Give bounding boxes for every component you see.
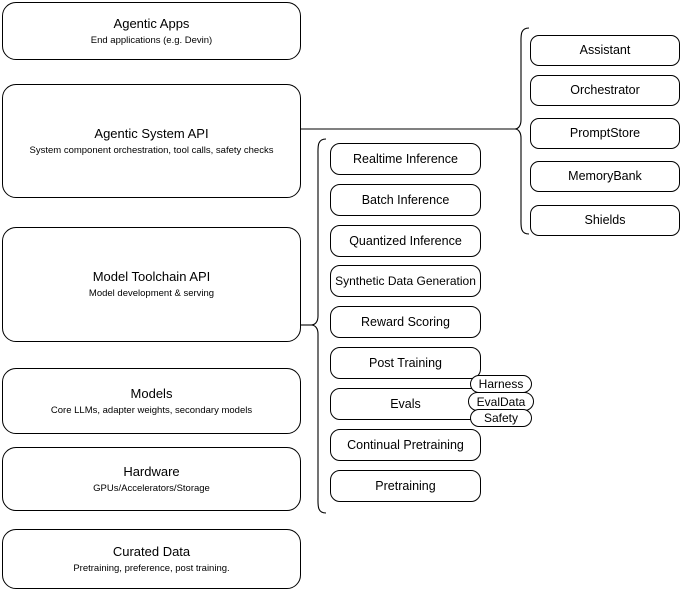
capability-synthetic-data-generation[interactable]: Synthetic Data Generation: [330, 265, 481, 297]
layer-models[interactable]: Models Core LLMs, adapter weights, secon…: [2, 368, 301, 434]
component-memorybank[interactable]: MemoryBank: [530, 161, 680, 192]
component-label: Shields: [584, 213, 626, 227]
layer-curated-data[interactable]: Curated Data Pretraining, preference, po…: [2, 529, 301, 589]
capability-post-training[interactable]: Post Training: [330, 347, 481, 379]
component-label: MemoryBank: [568, 169, 642, 183]
capability-pretraining[interactable]: Pretraining: [330, 470, 481, 502]
capability-evals[interactable]: Evals: [330, 388, 481, 420]
capability-reward-scoring[interactable]: Reward Scoring: [330, 306, 481, 338]
capability-label: Synthetic Data Generation: [335, 273, 476, 288]
layer-subtitle: GPUs/Accelerators/Storage: [93, 482, 210, 494]
capability-quantized-inference[interactable]: Quantized Inference: [330, 225, 481, 257]
layer-subtitle: Model development & serving: [88, 288, 215, 299]
capability-realtime-inference[interactable]: Realtime Inference: [330, 143, 481, 175]
eval-pill-label: EvalData: [476, 394, 526, 409]
components-brace: [514, 27, 530, 235]
layer-title: Agentic Apps: [113, 15, 190, 31]
capability-label: Continual Pretraining: [347, 437, 464, 452]
component-label: Assistant: [579, 43, 631, 57]
capability-label: Realtime Inference: [353, 151, 458, 166]
layer-title: Models: [130, 385, 173, 401]
layer-agentic-apps[interactable]: Agentic Apps End applications (e.g. Devi…: [2, 2, 301, 60]
capability-label: Evals: [390, 396, 421, 411]
component-promptstore[interactable]: PromptStore: [530, 118, 680, 149]
eval-pill-harness[interactable]: Harness: [470, 375, 532, 393]
capability-label: Reward Scoring: [361, 314, 450, 329]
capability-label: Batch Inference: [361, 192, 450, 207]
layer-subtitle: Pretraining, preference, post training.: [73, 562, 230, 574]
layer-subtitle: Core LLMs, adapter weights, secondary mo…: [50, 404, 253, 416]
component-label: PromptStore: [569, 126, 641, 140]
eval-pill-label: Safety: [483, 411, 519, 425]
capability-label: Pretraining: [375, 478, 436, 493]
capability-label: Post Training: [369, 355, 442, 370]
layer-subtitle: System component orchestration, tool cal…: [29, 144, 274, 156]
capability-continual-pretraining[interactable]: Continual Pretraining: [330, 429, 481, 461]
capabilities-brace: [310, 138, 327, 514]
eval-pill-label: Harness: [478, 377, 524, 391]
component-shields[interactable]: Shields: [530, 205, 680, 236]
layer-title: Hardware: [123, 463, 180, 479]
eval-pill-safety[interactable]: Safety: [470, 409, 532, 427]
component-assistant[interactable]: Assistant: [530, 35, 680, 66]
component-label: Orchestrator: [570, 83, 640, 97]
component-orchestrator[interactable]: Orchestrator: [530, 75, 680, 106]
layer-title: Model Toolchain API: [92, 269, 211, 284]
layer-title: Agentic System API: [94, 125, 209, 141]
capability-batch-inference[interactable]: Batch Inference: [330, 184, 481, 216]
layer-model-toolchain-api[interactable]: Model Toolchain API Model development & …: [2, 227, 301, 342]
layer-agentic-system-api[interactable]: Agentic System API System component orch…: [2, 84, 301, 198]
layer-hardware[interactable]: Hardware GPUs/Accelerators/Storage: [2, 447, 301, 511]
layer-subtitle: End applications (e.g. Devin): [90, 34, 213, 46]
layer-title: Curated Data: [112, 543, 191, 559]
capability-label: Quantized Inference: [349, 233, 462, 248]
